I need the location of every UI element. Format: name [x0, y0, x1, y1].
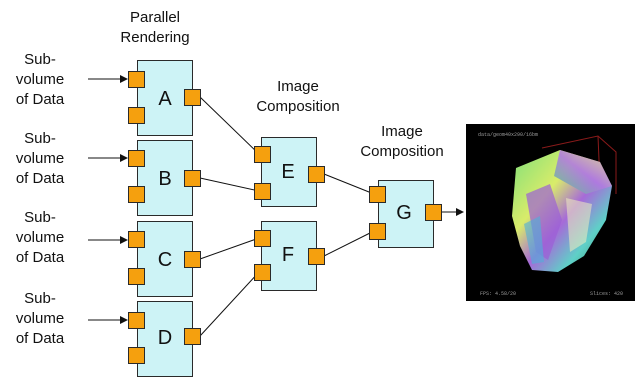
- node-g-output-port: [425, 204, 442, 221]
- input-line: of Data: [15, 249, 65, 266]
- input-label-c: Sub- volume of Data: [0, 208, 80, 268]
- link-f-g: [323, 230, 375, 257]
- node-d: [137, 301, 193, 377]
- input-line: of Data: [15, 330, 65, 347]
- rendered-volume-image: data/geom40x290/16bm FPS: 4.58/20 Slices…: [466, 124, 635, 301]
- node-e-output-port: [308, 166, 325, 183]
- heading-image-composition-1: Image Composition: [248, 77, 348, 117]
- heading-parallel-rendering: Parallel Rendering: [105, 8, 205, 48]
- link-e-g: [323, 173, 375, 195]
- node-f-input-port: [254, 230, 271, 247]
- node-a-label: A: [158, 88, 172, 110]
- node-b-input-port: [128, 186, 145, 203]
- heading-line: Composition: [256, 98, 340, 115]
- node-d-output-port: [184, 328, 201, 345]
- volume-render-illustration: [512, 135, 617, 272]
- node-b-input-port: [128, 150, 145, 167]
- node-e-input-port: [254, 146, 271, 163]
- heading-line: Image: [277, 78, 319, 95]
- node-g-label: G: [396, 202, 412, 224]
- node-c-input-port: [128, 231, 145, 248]
- render-caption-top: data/geom40x290/16bm: [478, 132, 539, 138]
- input-label-a: Sub- volume of Data: [0, 50, 80, 110]
- input-line: volume: [15, 229, 65, 246]
- node-d-label: D: [157, 327, 173, 349]
- node-a: [137, 60, 193, 136]
- link-b-e: [199, 177, 260, 192]
- input-line: Sub-: [24, 130, 56, 147]
- node-b-label: B: [158, 168, 172, 190]
- node-f-output-port: [308, 248, 325, 265]
- node-b: [137, 140, 193, 216]
- node-d-input-port: [128, 347, 145, 364]
- node-b-output-port: [184, 170, 201, 187]
- node-c-input-port: [128, 268, 145, 285]
- heading-line: Composition: [360, 143, 444, 160]
- node-c-output-port: [184, 251, 201, 268]
- input-label-b: Sub- volume of Data: [0, 129, 80, 189]
- input-line: Sub-: [24, 290, 56, 307]
- heading-line: Rendering: [120, 29, 190, 46]
- heading-line: Image: [381, 123, 423, 140]
- heading-image-composition-2: Image Composition: [352, 122, 452, 162]
- node-f-input-port: [254, 264, 271, 281]
- link-c-f: [199, 237, 260, 260]
- input-line: Sub-: [24, 209, 56, 226]
- node-g: [378, 180, 434, 248]
- node-c-label: C: [157, 249, 173, 271]
- link-d-f: [199, 271, 260, 337]
- node-f-label: F: [281, 244, 295, 266]
- node-g-input-port: [369, 223, 386, 240]
- input-line: volume: [15, 310, 65, 327]
- input-line: of Data: [15, 91, 65, 108]
- node-a-input-port: [128, 71, 145, 88]
- input-label-d: Sub- volume of Data: [0, 289, 80, 349]
- input-line: of Data: [15, 170, 65, 187]
- node-a-output-port: [184, 89, 201, 106]
- heading-line: Parallel: [129, 9, 181, 26]
- link-a-e: [199, 96, 260, 155]
- input-line: volume: [15, 71, 65, 88]
- node-g-input-port: [369, 186, 386, 203]
- input-line: volume: [15, 150, 65, 167]
- input-line: Sub-: [24, 51, 56, 68]
- node-a-input-port: [128, 107, 145, 124]
- render-caption-slices: Slices: 420: [590, 291, 624, 297]
- node-e-input-port: [254, 183, 271, 200]
- node-e-label: E: [281, 161, 295, 183]
- render-caption-fps: FPS: 4.58/20: [480, 291, 517, 297]
- node-d-input-port: [128, 312, 145, 329]
